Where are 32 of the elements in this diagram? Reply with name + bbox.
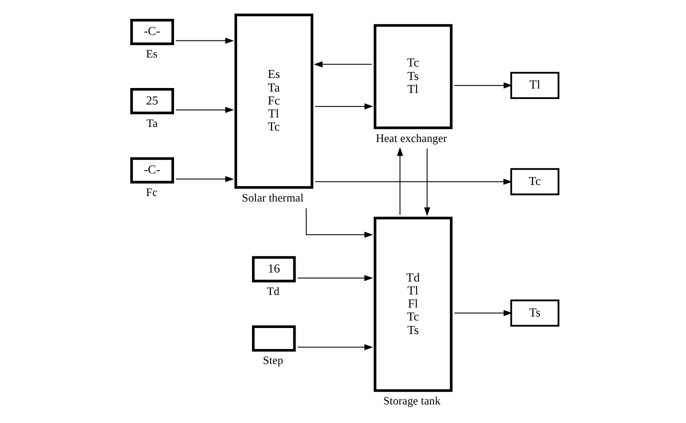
arrow [313,61,372,68]
arrow [174,106,234,113]
arrow [453,82,512,88]
node-box: Es Ta Fc Tl Tc [234,14,313,189]
arrow [424,148,430,216]
node-box: 16 [251,256,296,282]
node-label: Ta [146,118,158,130]
arrow [296,344,373,350]
arrow [305,208,373,238]
node-box: 25 [130,88,174,114]
node-label: Storage tank [382,396,440,408]
arrow [396,147,403,216]
node-label: Es [146,48,157,61]
node-label: Step [262,355,283,368]
arrow [453,310,512,316]
node-label: Fc [146,187,157,200]
arrow [174,176,234,182]
node-box [251,325,296,352]
node-box: Td Tl Fl Tc Ts [373,216,452,392]
arrow [174,38,234,44]
node-box: -C- [130,157,174,184]
node-label: Heat exchanger [375,132,446,145]
node-box: -C- [130,18,174,46]
arrow [314,178,512,185]
arrow [296,274,373,282]
node-box: Tc Ts Tl [373,24,452,130]
node-label: Solar thermal [241,192,304,204]
node-label: Td [266,286,280,298]
node-box: Tl [510,72,559,99]
node-box: Tc [510,168,559,196]
node-box: Ts [510,300,559,327]
arrow [314,103,373,110]
